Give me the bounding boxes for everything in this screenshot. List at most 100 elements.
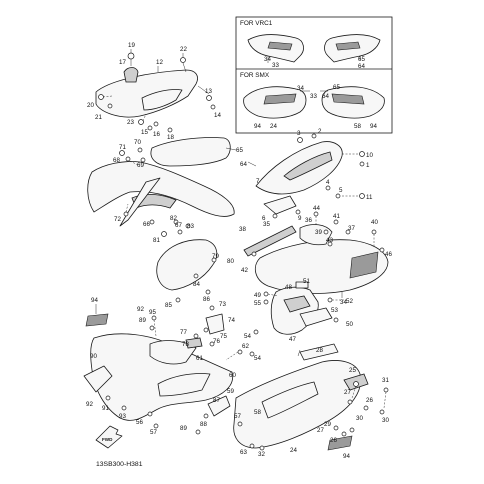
washer-2: [311, 133, 317, 139]
callout-9: 9: [298, 215, 302, 222]
callout-83: 83: [187, 223, 194, 230]
callout-27b: 27: [317, 427, 324, 434]
bolt-83: [185, 223, 191, 229]
callout-64: 64: [240, 161, 247, 168]
callout-28: 28: [316, 347, 323, 354]
bolt-25: [353, 381, 359, 387]
bracket-48-rib: [283, 295, 311, 313]
vrc1-left-decal: [267, 41, 293, 51]
callout-37: 37: [348, 225, 355, 232]
bolt-29: [333, 425, 339, 431]
callout-20: 20: [87, 102, 94, 109]
callout-58: 58: [254, 409, 261, 416]
callout-88: 88: [200, 421, 207, 428]
callout-7: 7: [256, 178, 260, 185]
callout-11: 11: [366, 194, 373, 201]
side-fairing-34: [254, 239, 389, 294]
callout-31: 31: [382, 377, 389, 384]
collar-69: [140, 157, 146, 163]
grommet-17: [123, 67, 139, 83]
callout-47: 47: [289, 336, 296, 343]
variant-inset-box: FOR VRC1 FOR SMX 34 33 65 64 34 33 65 64…: [235, 16, 393, 134]
callout-30: 30: [382, 417, 389, 424]
inner-cover-79: [156, 239, 218, 291]
clip-67: [177, 229, 183, 235]
bolt-71: [119, 150, 125, 156]
callout-79: 79: [212, 253, 219, 260]
nut-18: [167, 127, 173, 133]
fwd-label: FWD: [102, 437, 113, 442]
fwd-arrow-icon: [95, 425, 123, 449]
bolt-91: [105, 395, 111, 401]
callout-26b: 26: [330, 437, 337, 444]
callout-80: 80: [227, 258, 234, 265]
callout-70: 70: [134, 139, 141, 146]
bolt-86: [205, 289, 211, 295]
bolt-88: [203, 413, 209, 419]
callout-48: 48: [285, 284, 292, 291]
side-panel-right-group: 64 3 2 10 1 7 4 5 11 6 9: [240, 128, 373, 222]
callout-61: 61: [196, 355, 203, 362]
belly-pan-inner: [261, 381, 319, 419]
callout-inset-34a: 34: [264, 56, 271, 63]
callout-5: 5: [339, 187, 343, 194]
bolt-89: [149, 325, 155, 331]
callout-14: 14: [214, 112, 221, 119]
bolt-44: [313, 211, 319, 217]
callout-63: 63: [240, 449, 247, 456]
bolt-85: [175, 297, 181, 303]
callout-92: 92: [137, 306, 144, 313]
washer-68: [125, 156, 131, 162]
bolt-95: [151, 315, 157, 321]
callout-41: 41: [333, 213, 340, 220]
bolt-26b: [349, 427, 355, 433]
callout-22: 22: [180, 46, 187, 53]
collar-15: [147, 125, 153, 131]
vrc1-right-decal: [335, 41, 361, 51]
callout-44: 44: [313, 205, 320, 212]
bolt-41: [333, 219, 339, 225]
side-panel-64-duct: [283, 151, 333, 181]
bolt-46: [379, 247, 385, 253]
bolt-27: [347, 399, 353, 405]
bolt-56: [147, 411, 153, 417]
callout-50: 50: [346, 321, 353, 328]
bolt-4: [325, 185, 331, 191]
callout-17: 17: [119, 59, 126, 66]
bolt-40: [371, 229, 377, 235]
callout-76: 76: [213, 338, 220, 345]
inner-panel-group: 19 17 12 22 20 21 23 15 16 18 13 14: [87, 42, 221, 141]
callout-inset-33a: 33: [272, 62, 279, 69]
callout-59: 59: [227, 388, 234, 395]
callout-68: 68: [113, 157, 120, 164]
callout-inset-65b: 65: [333, 84, 340, 91]
callout-25: 25: [349, 367, 356, 374]
callout-19: 19: [128, 42, 135, 49]
callout-16: 16: [153, 131, 160, 138]
callout-71: 71: [119, 144, 126, 151]
inset-title-smx: FOR SMX: [240, 72, 270, 79]
bolt-82: [173, 219, 179, 225]
bolt-6: [272, 213, 278, 219]
callout-27: 27: [344, 389, 351, 396]
side-cover-65: [150, 137, 231, 167]
bolt-43: [327, 241, 333, 247]
bolt-89b: [195, 429, 201, 435]
callout-32: 32: [258, 451, 265, 458]
callout-inset-33b: 33: [310, 93, 317, 100]
callout-35: 35: [263, 221, 270, 228]
callout-1: 1: [366, 162, 370, 169]
stay-38: [243, 225, 297, 257]
callout-inset-34b: 34: [297, 85, 304, 92]
bolt-80: [211, 257, 217, 263]
callout-66: 66: [143, 221, 150, 228]
callout-inset-24: 24: [270, 123, 277, 130]
callout-40: 40: [371, 219, 378, 226]
bolt-9: [295, 209, 301, 215]
bolt-58: [237, 421, 243, 427]
callout-94c: 94: [343, 453, 350, 460]
bolt-10: [359, 151, 365, 157]
bolt-84: [193, 273, 199, 279]
damper-51: [295, 281, 309, 289]
bolt-54: [253, 329, 259, 335]
